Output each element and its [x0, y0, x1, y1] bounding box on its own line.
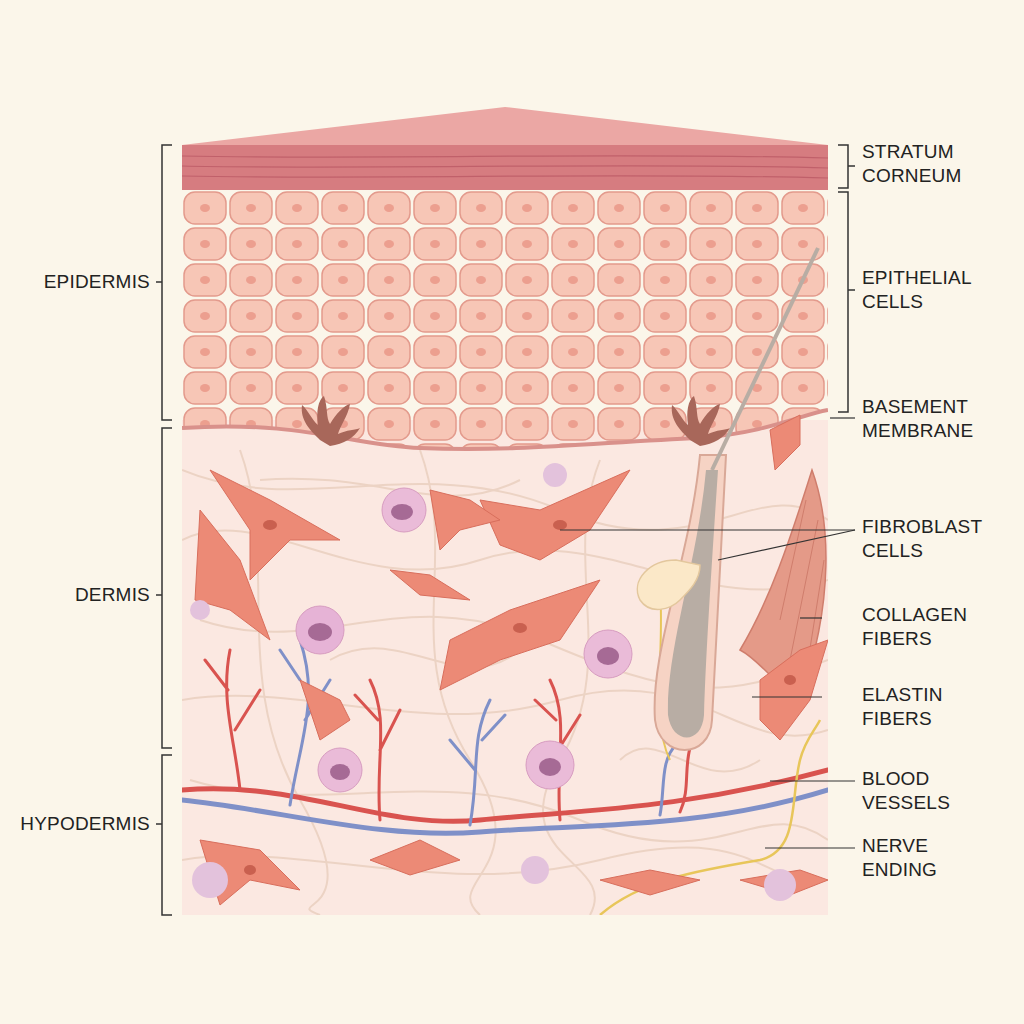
part-label: ELASTIN FIBERS	[862, 683, 1002, 731]
part-label: BASEMENT MEMBRANE	[862, 395, 1002, 443]
part-label: EPITHELIAL CELLS	[862, 266, 1002, 314]
part-label: FIBROBLAST CELLS	[862, 515, 1002, 563]
hair-shaft	[712, 248, 818, 470]
nerve-fiber	[600, 720, 820, 915]
part-label: HYPODERMIS	[20, 812, 150, 836]
dermis-ground	[182, 420, 828, 915]
fibroblast	[195, 415, 828, 905]
melanocyte	[302, 396, 730, 446]
part-label: EPIDERMIS	[44, 270, 150, 294]
part-label: STRATUM CORNEUM	[862, 140, 1002, 188]
part-label: DERMIS	[75, 583, 150, 607]
sebaceous-gland	[637, 560, 700, 609]
collagen-fibers	[182, 450, 828, 915]
bracket	[156, 145, 855, 915]
stratum-corneum	[182, 145, 828, 190]
leader-line	[560, 418, 855, 848]
blood-vessels	[182, 640, 828, 833]
part-label: COLLAGEN FIBERS	[862, 603, 1002, 651]
skin-surface	[182, 107, 828, 150]
immune-cell	[190, 463, 796, 901]
part-label: BLOOD VESSELS	[862, 767, 1002, 815]
part-label: NERVE ENDING	[862, 834, 1002, 882]
epithelial-cells	[182, 188, 828, 449]
